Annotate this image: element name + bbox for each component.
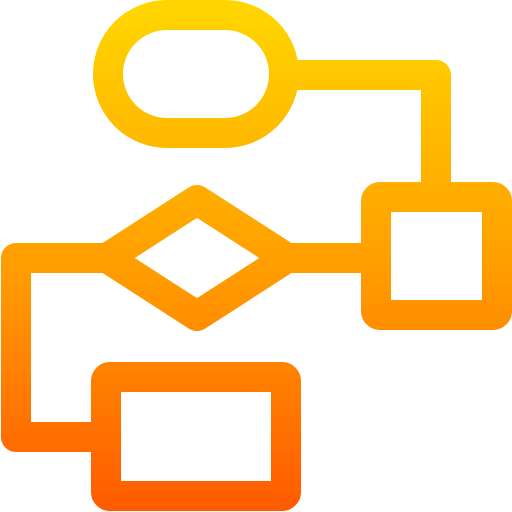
decision-diamond: [92, 185, 302, 331]
process-box-bottom: [91, 362, 301, 511]
connector-terminal-to-process: [284, 60, 451, 197]
start-terminal-shape: [93, 0, 299, 148]
process-box-right: [361, 182, 512, 330]
connector-decision-to-bottom: [1, 243, 107, 452]
